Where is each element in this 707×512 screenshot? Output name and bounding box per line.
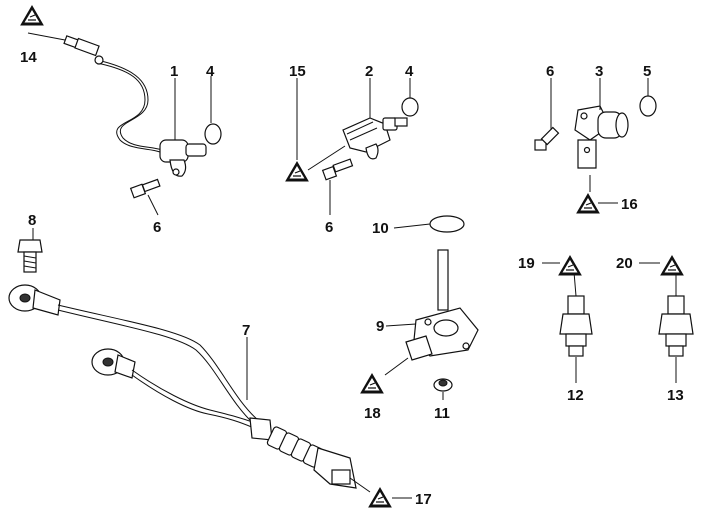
label-5: 5 [643, 63, 651, 80]
sensor-part-2 [342, 117, 408, 160]
label-3: 3 [595, 63, 603, 80]
bolt-part-6c [534, 126, 560, 151]
pressure-switch-part-13 [658, 295, 694, 357]
label-6: 6 [546, 63, 554, 80]
label-16: 16 [621, 196, 638, 213]
oil-level-sensor-part-9 [405, 249, 479, 361]
label-19: 19 [518, 255, 535, 272]
tool-warning-triangle-icon [368, 487, 392, 508]
label-4: 4 [405, 63, 414, 80]
label-2: 2 [365, 63, 373, 80]
tool-warning-triangle-icon [576, 193, 600, 214]
position-labels: 14 1 4 6 15 2 4 6 6 3 5 16 8 7 10 9 18 1… [20, 49, 684, 508]
sensor-part-3 [574, 105, 629, 169]
bolt-part-8 [17, 239, 43, 273]
bolt-part-6 [129, 178, 161, 199]
label-15: 15 [289, 63, 306, 80]
label-6: 6 [325, 219, 333, 236]
label-1: 1 [170, 63, 178, 80]
nut-part-11 [433, 378, 453, 392]
label-20: 20 [616, 255, 633, 272]
label-11: 11 [434, 405, 450, 422]
tool-warning-triangle-icon [20, 5, 44, 26]
label-17: 17 [415, 491, 432, 508]
tool-warning-triangle-icon [558, 255, 582, 276]
label-8: 8 [28, 212, 36, 229]
label-12: 12 [567, 387, 584, 404]
knock-sensor-harness-part-7 [8, 284, 357, 489]
o-ring-part-4 [204, 123, 222, 145]
o-ring-part-4b [401, 97, 419, 117]
label-7: 7 [242, 322, 250, 339]
bolt-part-6b [321, 158, 354, 181]
o-ring-part-5 [639, 95, 657, 117]
leader-lines [27, 32, 677, 499]
sensor-with-cable-part-1 [63, 35, 207, 177]
tool-warning-triangle-icon [660, 255, 684, 276]
label-6: 6 [153, 219, 161, 236]
label-18: 18 [364, 405, 381, 422]
tool-warning-triangle-icon [360, 373, 384, 394]
label-13: 13 [667, 387, 684, 404]
pressure-switch-part-12 [559, 295, 593, 357]
tool-warning-triangle-icon [285, 161, 309, 182]
label-4: 4 [206, 63, 215, 80]
label-9: 9 [376, 318, 384, 335]
label-10: 10 [372, 220, 389, 237]
label-14: 14 [20, 49, 37, 66]
o-ring-part-10 [429, 215, 465, 233]
